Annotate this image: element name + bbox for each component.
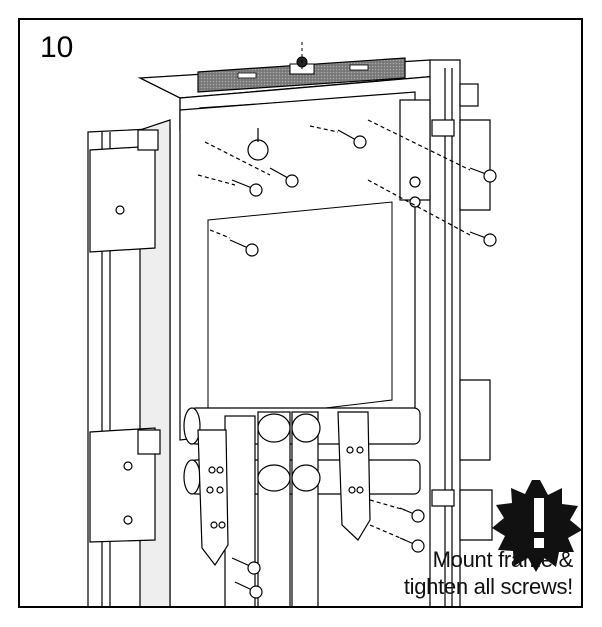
warning-line-1: Mount frame & — [432, 547, 574, 572]
warning-caption: Mount frame & tighten all screws! — [404, 546, 573, 600]
spirit-level — [197, 42, 406, 93]
screw — [229, 129, 497, 599]
screw-set — [197, 119, 497, 599]
back-plate — [179, 91, 416, 441]
roller-assembly — [183, 407, 421, 606]
warning-line-2: tighten all screws! — [403, 574, 573, 599]
left-rail — [87, 119, 171, 606]
exclamation-starburst-icon — [492, 480, 581, 572]
mounting-frame-illustration — [87, 42, 581, 606]
right-rail — [399, 59, 493, 606]
instruction-panel: 10 — [18, 18, 583, 608]
step-number: 10 — [40, 31, 74, 64]
